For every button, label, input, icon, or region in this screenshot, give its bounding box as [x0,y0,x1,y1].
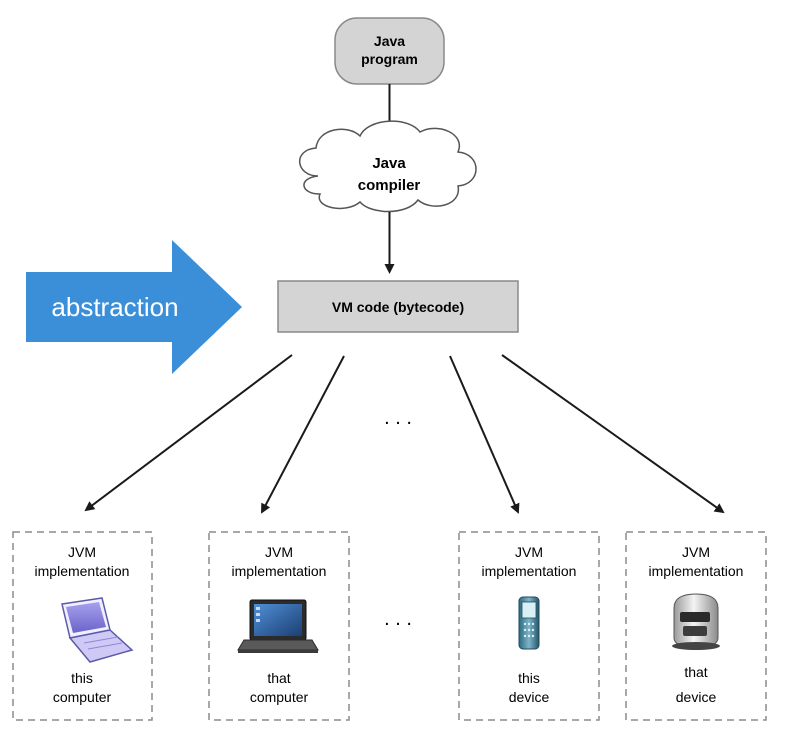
jvm-box-caption-line1: this [518,670,540,686]
jvm-box-this-device: JVM implementation this device [458,531,600,721]
jvm-box-title-line2: implementation [232,563,327,579]
jvm-box-title-line1: JVM [515,544,543,560]
lower-ellipsis: . . . [384,608,412,630]
abstraction-arrow: abstraction [26,240,242,374]
java-compiler-label-line1: Java [372,155,406,172]
jvm-box-caption-line2: device [676,689,717,705]
java-program-label-line2: program [361,51,418,67]
abstraction-label: abstraction [51,292,178,322]
vm-code-label: VM code (bytecode) [332,299,464,315]
vm-code-node: VM code (bytecode) [277,280,519,333]
jvm-box-caption-line2: computer [250,689,309,705]
cellphone-icon [518,596,540,650]
dark-laptop-icon [237,599,319,653]
purple-laptop-icon [61,597,134,663]
jvm-box-caption-line2: computer [53,689,112,705]
arrow-to-this-device [449,355,520,514]
jvm-box-title-line2: implementation [482,563,577,579]
java-program-label-line1: Java [374,33,405,49]
jvm-box-caption-line2: device [509,689,550,705]
java-compiler-cloud: Java compiler [298,120,477,213]
jvm-box-that-device: JVM implementation that device [625,531,767,721]
jvm-box-caption-line1: that [267,670,290,686]
arrow-to-that-device [501,354,725,514]
appliance-icon [672,593,720,650]
jvm-box-caption-line1: this [71,670,93,686]
jvm-box-this-computer: JVM implementation this computer [12,531,153,721]
jvm-box-that-computer: JVM implementation that computer [208,531,350,721]
java-compiler-label-line2: compiler [358,177,421,194]
arrow-to-that-computer [261,355,345,514]
jvm-box-title-line1: JVM [68,544,96,560]
upper-ellipsis: . . . [384,407,412,429]
jvm-box-caption-line1: that [684,664,707,680]
arrow-to-this-computer [84,354,293,512]
jvm-box-title-line1: JVM [265,544,293,560]
jvm-box-title-line2: implementation [35,563,130,579]
jvm-box-title-line2: implementation [649,563,744,579]
java-program-node: Java program [334,17,445,85]
jvm-box-title-line1: JVM [682,544,710,560]
